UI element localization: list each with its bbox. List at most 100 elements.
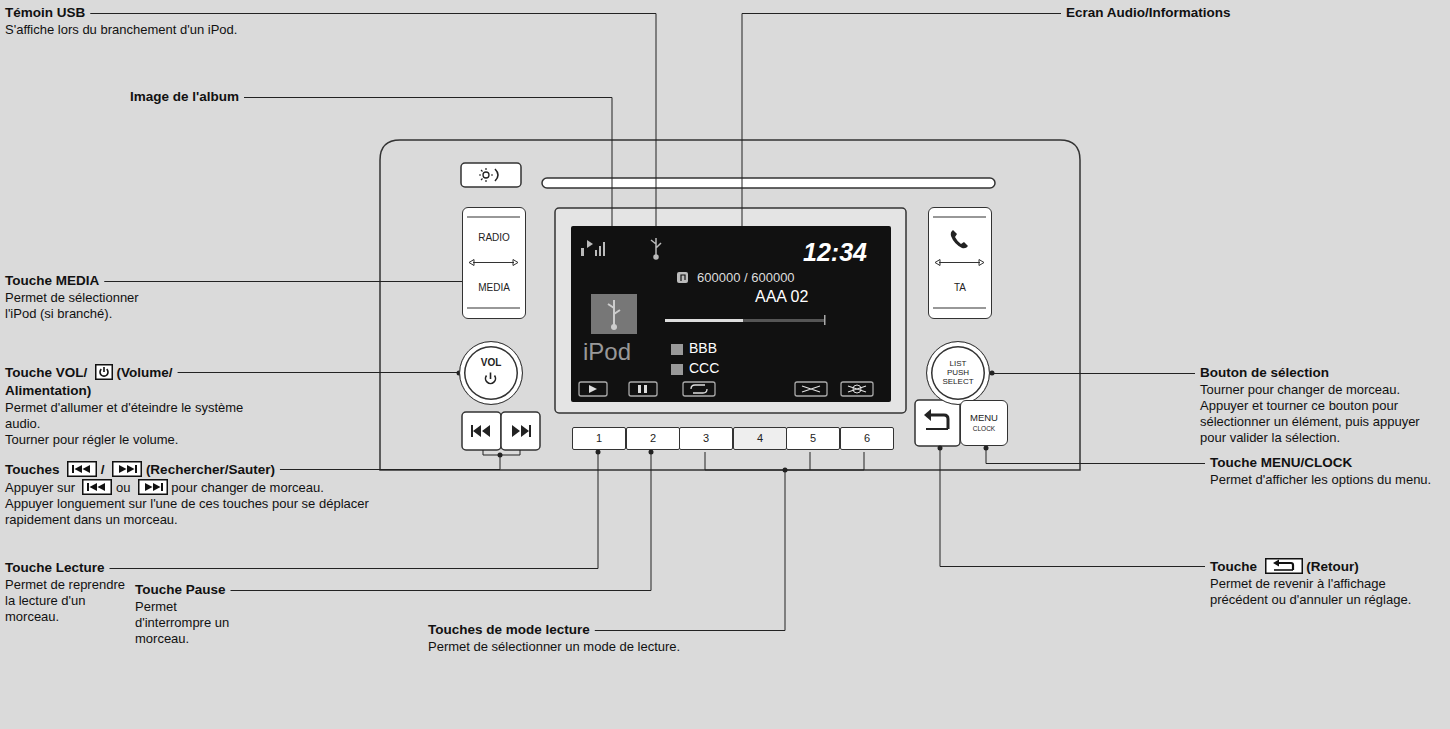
leader-line bbox=[231, 452, 651, 591]
screen-text: iPod bbox=[583, 338, 631, 366]
callout: Témoin USB S'affiche lors du branchement… bbox=[5, 4, 305, 38]
callout-text: Permet de sélectionner un mode de lectur… bbox=[428, 639, 680, 654]
callout: Touche Lecture Permet de reprendre la le… bbox=[5, 559, 130, 625]
screen-graphics bbox=[671, 344, 683, 355]
screen-graphics bbox=[691, 385, 707, 393]
display-screen: 12:34600000 / 600000AAA 02iPodBBBCCC bbox=[571, 226, 891, 402]
callout-heading-line: Ecran Audio/Informations bbox=[1066, 4, 1444, 22]
leader-dot bbox=[783, 468, 788, 473]
callout-text-line: Appuyer et tourner ce bouton pour sélect… bbox=[1200, 398, 1444, 446]
callout-text: Permet d'afficher les options du menu. bbox=[1210, 472, 1431, 487]
screen-graphics bbox=[677, 272, 688, 283]
callout-heading-line: Bouton de sélection bbox=[1200, 364, 1444, 382]
callout-heading-line: Touches de mode lecture bbox=[428, 621, 758, 639]
callout-heading: Touche Pause bbox=[135, 582, 226, 597]
radio-media-rocker: RADIOMEDIA bbox=[462, 207, 526, 319]
callout-heading: Témoin USB bbox=[5, 5, 85, 20]
callout-text-line: Permet de reprendre la lecture d'un morc… bbox=[5, 577, 130, 625]
previous-icon bbox=[67, 461, 97, 477]
previous-icon bbox=[75, 465, 91, 473]
next-icon bbox=[119, 465, 135, 473]
screen-graphics bbox=[581, 240, 605, 256]
rocker-marks bbox=[473, 262, 514, 263]
screen-graphics bbox=[587, 240, 593, 248]
callout-heading-line: Témoin USB bbox=[5, 4, 305, 22]
callout-text-line: Tourner pour régler le volume. bbox=[5, 432, 255, 448]
button-label: 1 bbox=[573, 432, 625, 445]
illumination-button bbox=[461, 163, 521, 187]
callout-heading: Touches bbox=[5, 462, 60, 477]
button-icon bbox=[1265, 558, 1303, 574]
callout-heading: (Rechercher/Sauter) bbox=[146, 462, 275, 477]
callout: Touches / (Rechercher/Sauter) Appuyer su… bbox=[5, 461, 395, 528]
callout-text-line: Permet de revenir à l'affichage précéden… bbox=[1210, 576, 1444, 608]
back-icon bbox=[1273, 560, 1279, 567]
screen-bezel bbox=[555, 208, 906, 413]
screen-graphics bbox=[651, 238, 661, 259]
callout: Ecran Audio/Informations bbox=[1066, 4, 1444, 22]
previous-icon bbox=[90, 483, 106, 491]
next-icon bbox=[145, 483, 161, 491]
previous-icon bbox=[72, 465, 74, 473]
callout: Bouton de sélection Tourner pour changer… bbox=[1200, 364, 1444, 446]
phone-rocker-marks bbox=[935, 260, 984, 266]
screen-graphics bbox=[671, 364, 683, 375]
screen-graphics bbox=[824, 315, 826, 325]
volume-knob: VOL bbox=[459, 341, 523, 405]
back-icon bbox=[1274, 569, 1293, 571]
illumination-button bbox=[495, 169, 498, 181]
back-button bbox=[924, 409, 931, 421]
screen-graphics bbox=[638, 385, 641, 393]
leader-line bbox=[992, 373, 1195, 375]
button-label: 3 bbox=[680, 432, 732, 445]
leader-line bbox=[940, 448, 1205, 567]
screen-graphics bbox=[595, 250, 597, 256]
leader-line bbox=[595, 470, 785, 631]
back-button bbox=[929, 415, 948, 429]
screen-text: 12:34 bbox=[803, 238, 867, 267]
seek-buttons bbox=[529, 425, 531, 437]
preset-button: 4 bbox=[733, 427, 787, 450]
callout-heading-line: Touche (Retour) bbox=[1210, 558, 1444, 576]
select-knob: LIST PUSH SELECT bbox=[926, 341, 990, 405]
seek-buttons bbox=[501, 412, 540, 450]
button-label: VOL bbox=[460, 357, 522, 368]
callout-text-line: Appuyer longuement sur l'une de ces touc… bbox=[5, 496, 395, 528]
preset-button: 6 bbox=[840, 427, 894, 450]
screen-graphics bbox=[581, 248, 584, 256]
callout: Touche Pause Permet d'interrompre un mor… bbox=[135, 581, 247, 647]
leader-dot bbox=[596, 450, 601, 455]
button-label: TA bbox=[929, 282, 991, 293]
power-icon bbox=[103, 367, 105, 372]
callout-heading-line: Touche MENU/CLOCK bbox=[1210, 454, 1444, 472]
callout-heading-line: Image de l'album bbox=[130, 88, 330, 106]
callout-heading-line: Touche MEDIA bbox=[5, 272, 170, 290]
callout: Touche VOL/ (Volume/ Alimentation) Perme… bbox=[5, 364, 255, 448]
screen-graphics bbox=[795, 382, 827, 396]
previous-icon bbox=[68, 462, 97, 477]
power-symbol bbox=[460, 342, 521, 403]
button-icon bbox=[67, 461, 97, 477]
next-icon bbox=[113, 462, 142, 477]
next-icon bbox=[112, 461, 142, 477]
callout-text-line: Permet d'afficher les options du menu. bbox=[1210, 472, 1444, 488]
screen-graphics bbox=[629, 382, 657, 396]
screen-bezel bbox=[555, 208, 906, 413]
callout-heading: Ecran Audio/Informations bbox=[1066, 5, 1231, 20]
preset-button: 5 bbox=[786, 427, 840, 450]
screen-graphics bbox=[579, 382, 607, 396]
screen-graphics bbox=[654, 255, 658, 259]
seek-buttons bbox=[471, 425, 473, 437]
back-icon bbox=[1265, 559, 1302, 574]
callout: Touche MEDIA Permet de sélectionner l'iP… bbox=[5, 272, 170, 322]
back-icon bbox=[1278, 563, 1293, 570]
callout-text: pour changer de morceau. bbox=[171, 480, 323, 495]
phone-rocker-marks bbox=[929, 208, 990, 317]
illumination-button bbox=[483, 172, 489, 178]
callout-heading: Bouton de sélection bbox=[1200, 365, 1329, 380]
cd-slot bbox=[542, 178, 995, 188]
rocker-marks bbox=[463, 208, 524, 317]
phone-rocker-marks bbox=[939, 262, 980, 263]
button-icon bbox=[138, 479, 168, 495]
